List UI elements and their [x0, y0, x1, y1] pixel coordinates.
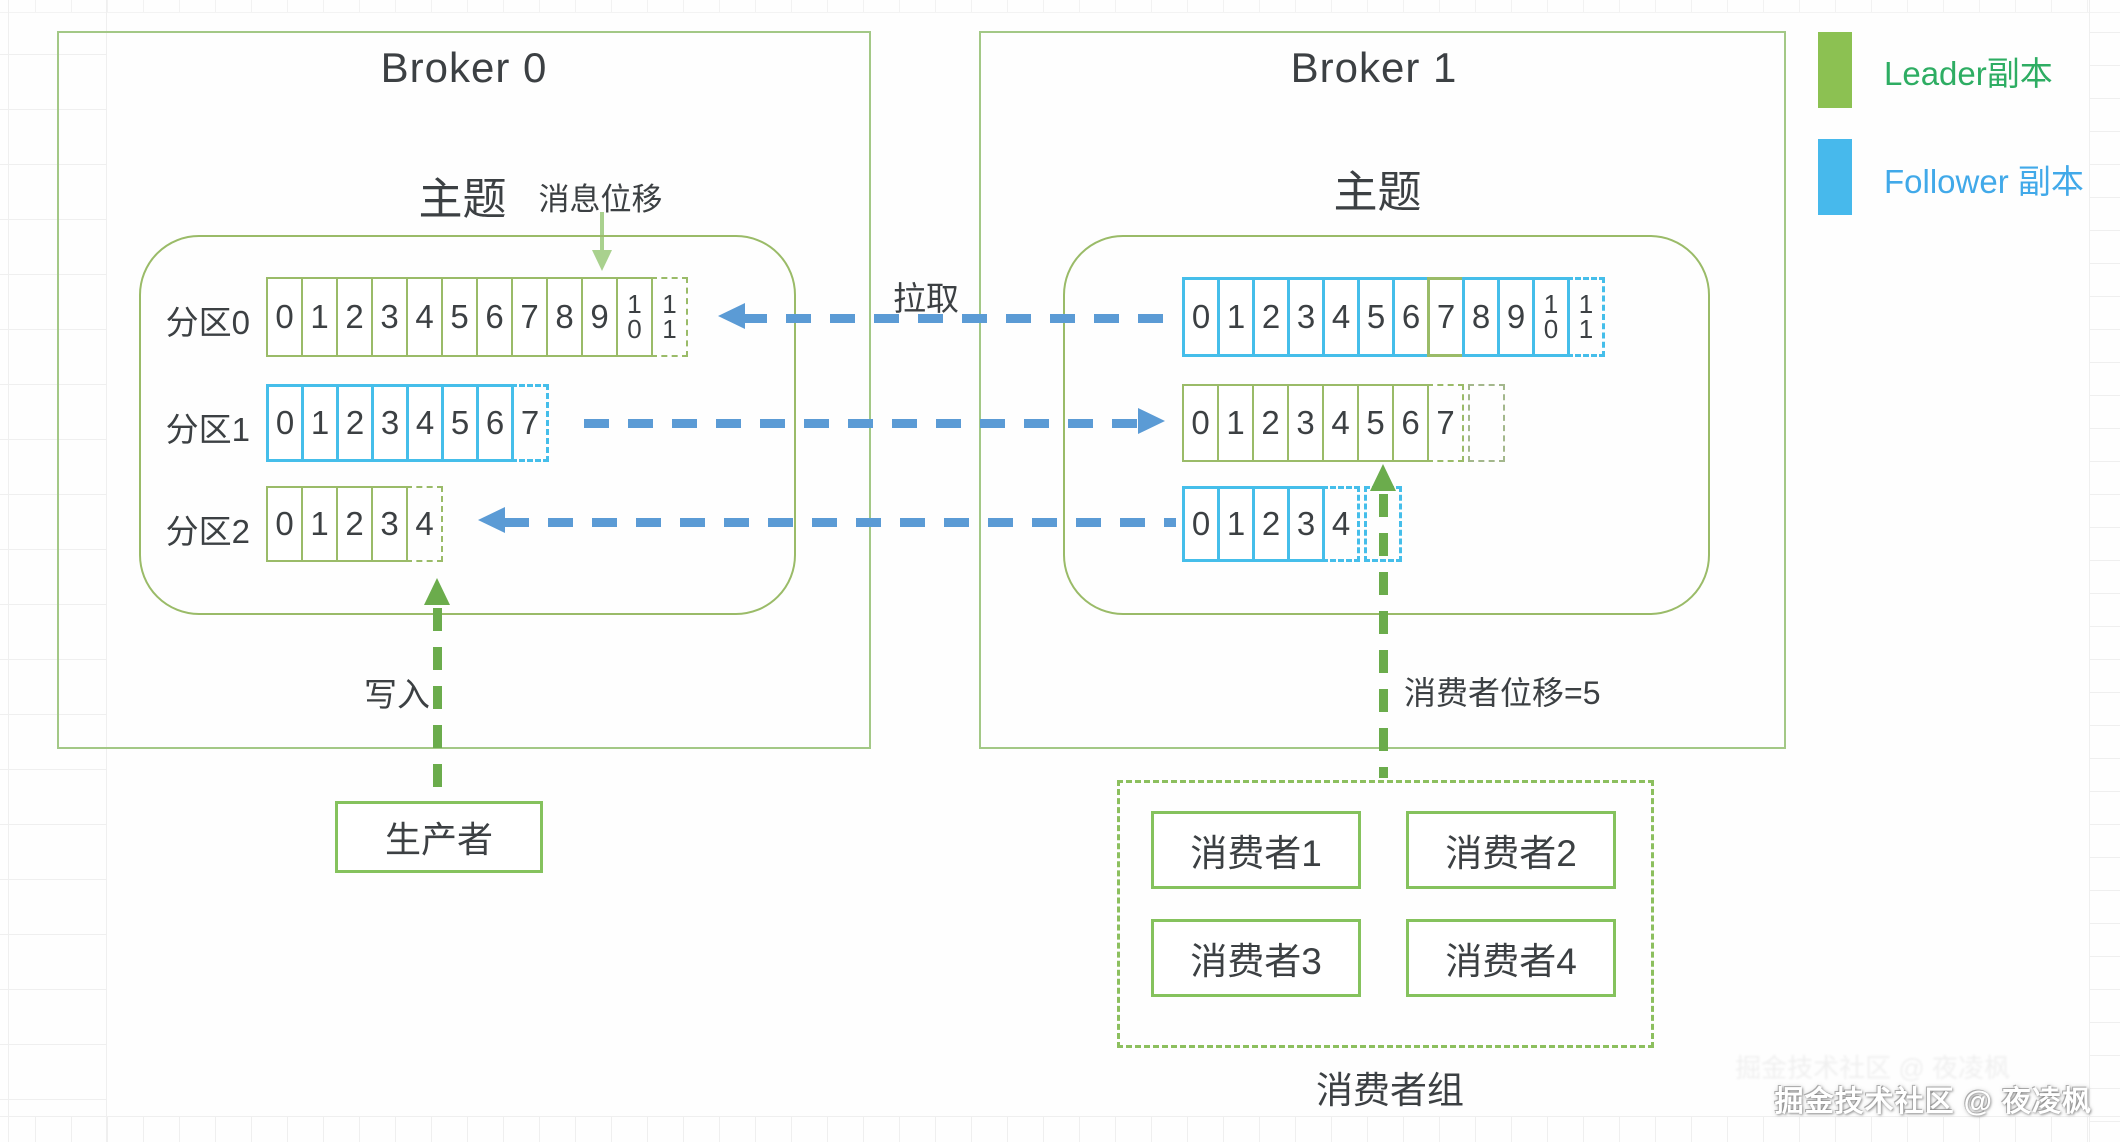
offset-cell: 1 0	[1532, 277, 1570, 357]
offset-cell: 6	[1392, 384, 1429, 462]
message-offset-arrowhead	[592, 250, 612, 271]
legend-follower-label: Follower 副本	[1884, 163, 2084, 200]
grid-bottom-edge	[0, 1116, 2120, 1142]
partition1-label: 分区1	[165, 411, 250, 448]
consumer-group-label: 消费者组	[1316, 1070, 1464, 1111]
legend-follower-swatch	[1818, 139, 1852, 215]
offset-cell: 1	[301, 277, 338, 357]
offset-cell: 0	[1182, 384, 1219, 462]
offset-cell: 9	[1497, 277, 1535, 357]
offset-cell: 7	[1427, 384, 1464, 462]
watermark: 掘金技术社区 @ 夜凌枫	[1774, 1086, 2092, 1118]
offset-cell: 2	[1252, 277, 1290, 357]
offset-cell: 6	[476, 277, 513, 357]
grid-right-edge	[2089, 0, 2120, 1142]
producer-box: 生产者	[335, 801, 543, 873]
broker1-title: Broker 1	[1290, 44, 1458, 91]
offset-cell: 4	[1322, 384, 1359, 462]
offset-cell: 7	[511, 277, 548, 357]
offset-cell: 5	[441, 384, 479, 462]
offset-cell: 3	[371, 384, 409, 462]
watermark-ghost: 掘金技术社区 @ 夜凌枫	[1735, 1053, 2010, 1083]
offset-cell: 2	[1252, 384, 1289, 462]
offset-cell: 0	[266, 384, 304, 462]
offset-cell: 4	[406, 384, 444, 462]
offset-cell: 3	[1287, 486, 1325, 562]
write-arrowhead	[424, 578, 450, 605]
pull-arrow-p0-head	[718, 303, 745, 329]
message-offset-arrow-line	[600, 212, 604, 252]
offset-cell: 0	[1182, 277, 1220, 357]
offset-cell: 8	[546, 277, 583, 357]
grid-left-edge	[0, 0, 107, 1142]
offset-cell: 5	[1357, 277, 1395, 357]
offset-cell: 0	[266, 277, 303, 357]
pull-arrow-p1-head	[1138, 408, 1165, 434]
offset-cell: 6	[476, 384, 514, 462]
broker0-topic-label: 主题	[418, 175, 507, 224]
pull-arrow-p2-line	[504, 518, 1176, 527]
pull-arrow-p0-line	[742, 314, 1176, 323]
consumer3-box: 消费者3	[1151, 919, 1361, 997]
consumer-group-box	[1117, 780, 1654, 1048]
offset-cell	[1468, 384, 1505, 462]
offset-cell: 4	[1322, 277, 1360, 357]
offset-cell: 4	[406, 277, 443, 357]
offset-cell: 7	[1427, 277, 1465, 357]
partition2-label: 分区2	[165, 513, 250, 550]
pull-arrow-p1-line	[584, 419, 1140, 428]
consumer2-box: 消费者2	[1406, 811, 1616, 889]
write-label: 写入	[364, 676, 430, 713]
pull-label: 拉取	[893, 280, 959, 317]
offset-cell: 1	[1217, 277, 1255, 357]
message-offset-label: 消息位移	[538, 182, 663, 217]
offset-cell: 2	[336, 486, 373, 562]
offset-cell: 9	[581, 277, 618, 357]
consumer-offset-line	[1379, 494, 1388, 778]
consumer-offset-arrowhead	[1370, 464, 1396, 491]
consumer1-box: 消费者1	[1151, 811, 1361, 889]
offset-cell: 8	[1462, 277, 1500, 357]
offset-cell: 2	[336, 277, 373, 357]
pull-arrow-p2-head	[478, 507, 505, 533]
consumer4-box: 消费者4	[1406, 919, 1616, 997]
broker0-title: Broker 0	[380, 44, 548, 91]
write-arrow-line	[433, 608, 442, 800]
offset-cell: 0	[1182, 486, 1220, 562]
offset-cell: 1 0	[616, 277, 653, 357]
offset-cell: 1 1	[1567, 277, 1605, 357]
offset-cell: 2	[1252, 486, 1290, 562]
offset-cell: 1	[301, 486, 338, 562]
offset-cell: 3	[371, 486, 408, 562]
offset-cell: 0	[266, 486, 303, 562]
offset-cell: 7	[511, 384, 549, 462]
broker1-topic-label: 主题	[1333, 168, 1422, 217]
offset-cell: 4	[406, 486, 443, 562]
offset-cell: 1	[1217, 384, 1254, 462]
broker0-box	[57, 31, 871, 749]
offset-cell: 3	[371, 277, 408, 357]
grid-top-edge	[0, 0, 2120, 13]
partition0-label: 分区0	[165, 304, 250, 341]
offset-cell: 1	[1217, 486, 1255, 562]
legend-leader-label: Leader副本	[1884, 55, 2053, 92]
offset-cell: 5	[441, 277, 478, 357]
offset-cell: 2	[336, 384, 374, 462]
consumer-offset-label: 消费者位移=5	[1404, 675, 1601, 711]
offset-cell: 3	[1287, 277, 1325, 357]
offset-cell: 4	[1322, 486, 1360, 562]
offset-cell: 5	[1357, 384, 1394, 462]
legend-leader-swatch	[1818, 32, 1852, 108]
offset-cell: 6	[1392, 277, 1430, 357]
offset-cell: 3	[1287, 384, 1324, 462]
offset-cell: 1 1	[651, 277, 688, 357]
offset-cell: 1	[301, 384, 339, 462]
